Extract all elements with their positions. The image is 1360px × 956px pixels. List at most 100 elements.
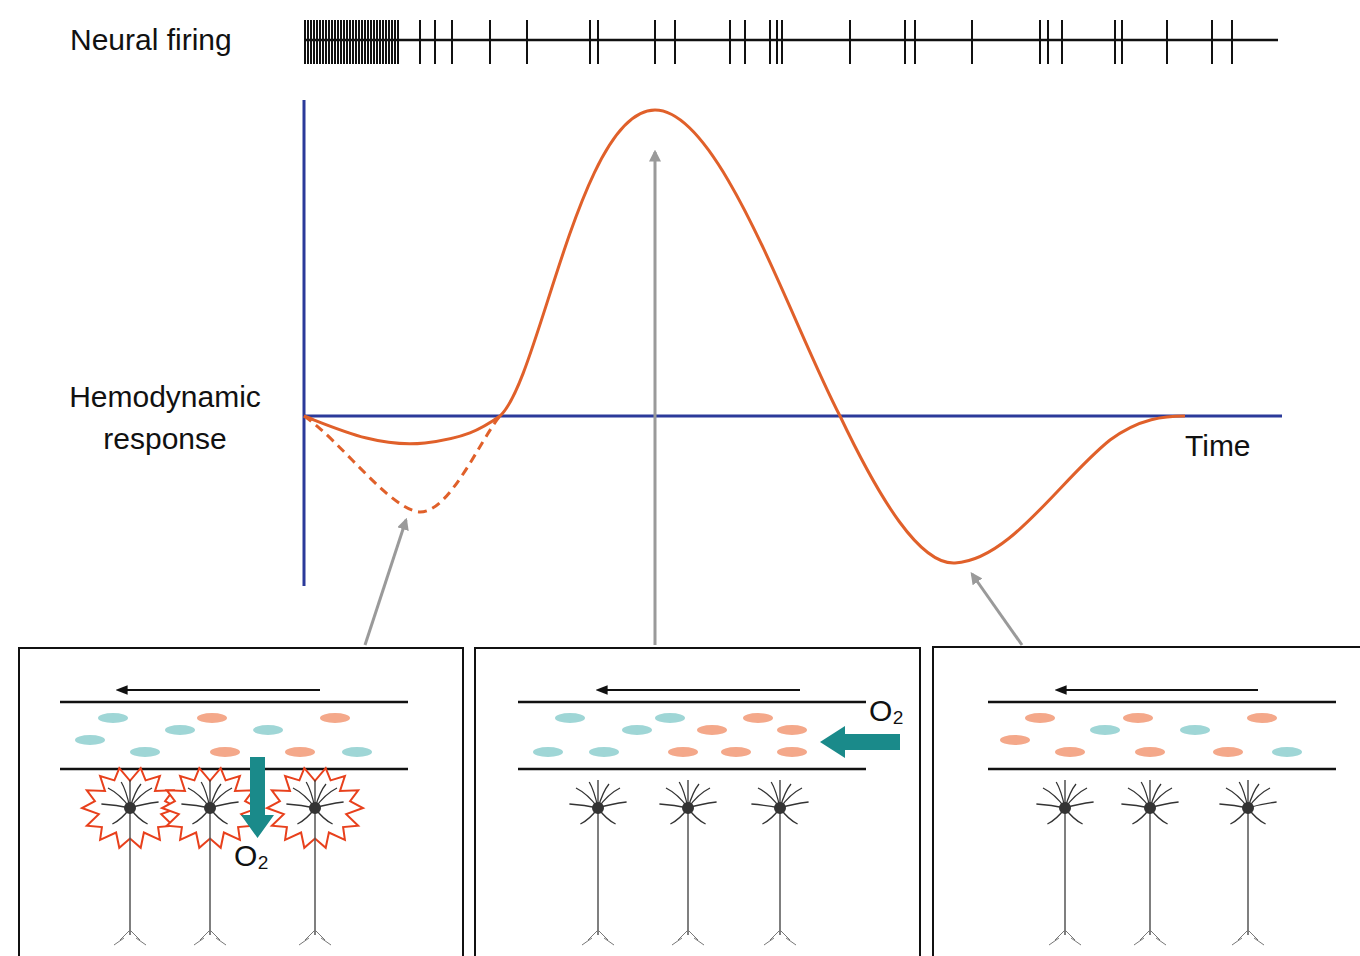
vessel-panel: O₂ bbox=[18, 647, 464, 956]
blood-cell bbox=[721, 747, 751, 757]
spike bbox=[391, 20, 393, 64]
spike bbox=[776, 20, 778, 64]
spike-train bbox=[304, 20, 1278, 64]
oxygen-arrow bbox=[820, 726, 900, 758]
spike bbox=[744, 20, 746, 64]
spike bbox=[385, 20, 387, 64]
spike bbox=[337, 20, 339, 64]
spike bbox=[971, 20, 973, 64]
blood-cell bbox=[1272, 747, 1302, 757]
spike bbox=[325, 20, 327, 64]
spike bbox=[769, 20, 771, 64]
spike bbox=[364, 20, 366, 64]
blood-cell bbox=[1090, 725, 1120, 735]
blood-cell bbox=[743, 713, 773, 723]
spike bbox=[373, 20, 375, 64]
spike bbox=[343, 20, 345, 64]
spike bbox=[358, 20, 360, 64]
spike bbox=[1231, 20, 1233, 64]
spike bbox=[849, 20, 851, 64]
blood-cell bbox=[697, 725, 727, 735]
initial-dip-dashed bbox=[304, 416, 500, 512]
spike bbox=[355, 20, 357, 64]
spike bbox=[340, 20, 342, 64]
spike bbox=[1047, 20, 1049, 64]
spike bbox=[382, 20, 384, 64]
spike bbox=[379, 20, 381, 64]
spike bbox=[310, 20, 312, 64]
blood-cell bbox=[1025, 713, 1055, 723]
blood-cell bbox=[1123, 713, 1153, 723]
blood-cell bbox=[533, 747, 563, 757]
blood-cell bbox=[622, 725, 652, 735]
blood-cell bbox=[98, 713, 128, 723]
neuron bbox=[751, 780, 808, 945]
spike bbox=[1121, 20, 1123, 64]
blood-cell bbox=[285, 747, 315, 757]
axis-label: Time bbox=[1185, 425, 1251, 467]
blood-cell bbox=[320, 713, 350, 723]
axis-label: Neural firing bbox=[70, 19, 232, 61]
vessel-panels bbox=[60, 690, 1336, 945]
blood-cell bbox=[1055, 747, 1085, 757]
vessel-panel: O₂ bbox=[474, 647, 921, 956]
blood-cell bbox=[165, 725, 195, 735]
blood-cell bbox=[1000, 735, 1030, 745]
oxygen-label: O₂ bbox=[234, 839, 269, 873]
y-axis bbox=[303, 100, 306, 586]
spike bbox=[397, 20, 399, 64]
spike bbox=[1211, 20, 1213, 64]
spike bbox=[346, 20, 348, 64]
spike bbox=[781, 20, 783, 64]
pointer-arrow bbox=[654, 152, 657, 645]
spike bbox=[388, 20, 390, 64]
spike bbox=[904, 20, 906, 64]
vessel-scene bbox=[60, 690, 408, 945]
blood-cell bbox=[210, 747, 240, 757]
spike bbox=[322, 20, 324, 64]
vessel-scene bbox=[518, 690, 866, 945]
spike bbox=[1166, 20, 1168, 64]
hemodynamic-curve bbox=[304, 110, 1185, 563]
spike bbox=[376, 20, 378, 64]
spike bbox=[451, 20, 453, 64]
x-axis bbox=[304, 415, 1282, 418]
spike bbox=[307, 20, 309, 64]
spike bbox=[313, 20, 315, 64]
blood-cell bbox=[668, 747, 698, 757]
spike bbox=[729, 20, 731, 64]
spike bbox=[589, 20, 591, 64]
blood-cell bbox=[1135, 747, 1165, 757]
spike bbox=[434, 20, 436, 64]
blood-cell bbox=[777, 747, 807, 757]
spike bbox=[328, 20, 330, 64]
spike bbox=[419, 20, 421, 64]
spike bbox=[334, 20, 336, 64]
axis-label: Hemodynamic response bbox=[45, 376, 285, 460]
blood-cell bbox=[655, 713, 685, 723]
neuron bbox=[1121, 780, 1178, 945]
spike bbox=[352, 20, 354, 64]
pointer-arrow bbox=[972, 574, 1022, 645]
spike bbox=[674, 20, 676, 64]
blood-cell bbox=[197, 713, 227, 723]
spike bbox=[1114, 20, 1116, 64]
blood-cell bbox=[1180, 725, 1210, 735]
neuron bbox=[286, 780, 343, 945]
blood-cell bbox=[75, 735, 105, 745]
spike bbox=[654, 20, 656, 64]
blood-cell bbox=[342, 747, 372, 757]
blood-cell bbox=[777, 725, 807, 735]
spike bbox=[319, 20, 321, 64]
oxygen-arrow bbox=[241, 757, 274, 838]
spike bbox=[367, 20, 369, 64]
spike bbox=[597, 20, 599, 64]
spike bbox=[331, 20, 333, 64]
blood-cell bbox=[1247, 713, 1277, 723]
spike bbox=[349, 20, 351, 64]
spike bbox=[526, 20, 528, 64]
spike bbox=[1039, 20, 1041, 64]
oxygen-label: O₂ bbox=[869, 694, 904, 728]
neuron bbox=[181, 780, 238, 945]
